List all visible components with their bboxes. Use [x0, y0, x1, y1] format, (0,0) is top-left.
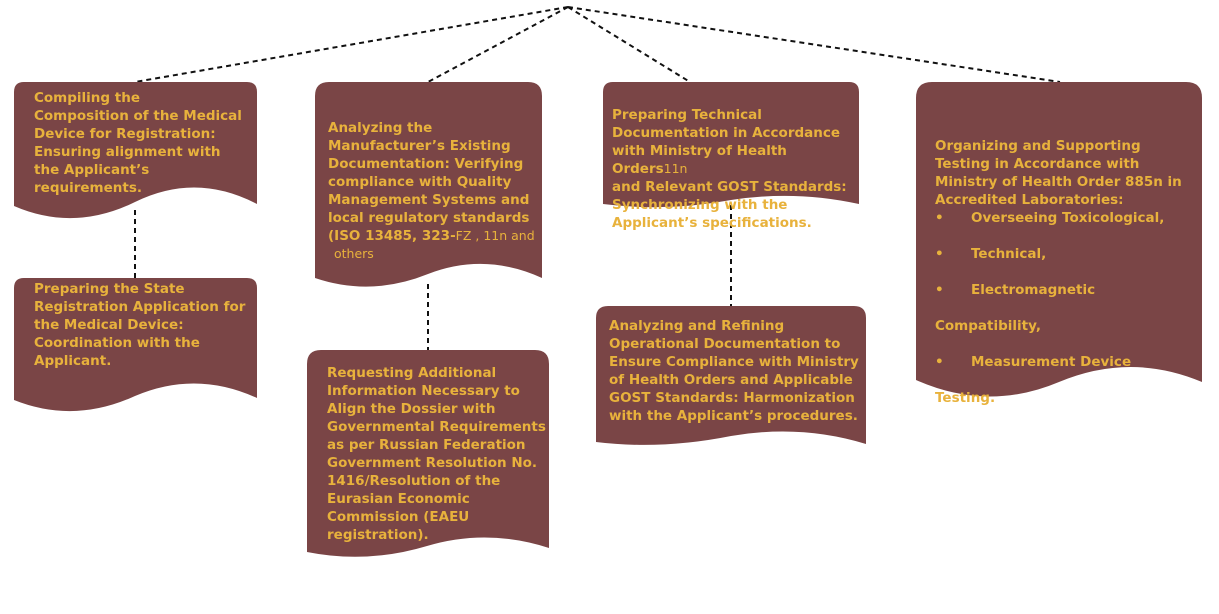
card-text-line2: Documentation in Accordance [612, 125, 841, 141]
card-requesting-additional-info: Requesting Additional Information Necess… [307, 350, 549, 558]
card-text: Compiling the Composition of the Medical… [34, 90, 242, 196]
card-text-main: Analyzing the Manufacturer’s Existing Do… [328, 120, 530, 244]
card-shape [307, 350, 549, 557]
bullet-text: Technical, [971, 246, 1047, 262]
bullet-icon: • [935, 210, 944, 226]
bullet-text: Electromagnetic [971, 282, 1096, 298]
card-text: Analyzing and Refining Operational Docum… [609, 318, 859, 424]
card-shape [315, 82, 542, 287]
card-organizing-testing: Organizing and Supporting Testing in Acc… [916, 82, 1202, 406]
bullet-item: • Overseeing Toxicological, [935, 209, 1182, 227]
card-text: Preparing Technical Documentation in Acc… [612, 88, 859, 232]
card-shape [916, 82, 1202, 397]
bullet-icon: • [935, 354, 944, 370]
card-shape [14, 278, 257, 412]
bullet-item: • Measurement Device [935, 353, 1182, 371]
card-compiling-composition: Compiling the Composition of the Medical… [14, 82, 257, 219]
card-analyzing-manufacturer-docs: Analyzing the Manufacturer’s Existing Do… [315, 82, 542, 292]
card-text-suffix: FZ , 11n and [455, 228, 535, 243]
card-text-line3-suffix: 11n [663, 161, 688, 176]
card-text: Requesting Additional Information Necess… [327, 365, 546, 543]
connector-root-to-c3 [427, 6, 569, 83]
card-text: Analyzing the Manufacturer’s Existing Do… [328, 101, 535, 263]
card-state-registration-application: Preparing the State Registration Applica… [14, 278, 257, 412]
bullet-icon: • [935, 246, 944, 262]
connector-root-to-c1 [134, 6, 569, 83]
bullet-text: Overseeing Toxicological, [971, 210, 1165, 226]
card-text-line3: with Ministry of Health Orders [612, 143, 787, 177]
card-text-line1: Preparing Technical [612, 107, 762, 123]
bullet-continuation: Compatibility, [935, 318, 1041, 334]
card-text: Preparing the State Registration Applica… [34, 281, 246, 369]
card-text-suffix-2: others [334, 246, 374, 261]
card-text-intro: Organizing and Supporting Testing in Acc… [935, 138, 1182, 208]
connector-root-to-c5 [567, 6, 691, 83]
card-text: Organizing and Supporting Testing in Acc… [935, 119, 1182, 425]
bullet-item: • Electromagnetic [935, 281, 1182, 299]
card-shape [14, 82, 257, 219]
card-preparing-technical-docs: Preparing Technical Documentation in Acc… [603, 82, 859, 231]
card-shape [603, 82, 859, 208]
connector-root-to-c7 [567, 6, 1061, 83]
bullet-icon: • [935, 282, 944, 298]
card-shape [596, 306, 866, 445]
bullet-continuation: Testing. [935, 390, 996, 406]
bullet-text: Measurement Device [971, 354, 1132, 370]
card-text-rest: and Relevant GOST Standards: Synchronizi… [612, 179, 847, 231]
bullet-item: • Technical, [935, 245, 1182, 263]
card-operational-docs: Analyzing and Refining Operational Docum… [596, 306, 866, 446]
